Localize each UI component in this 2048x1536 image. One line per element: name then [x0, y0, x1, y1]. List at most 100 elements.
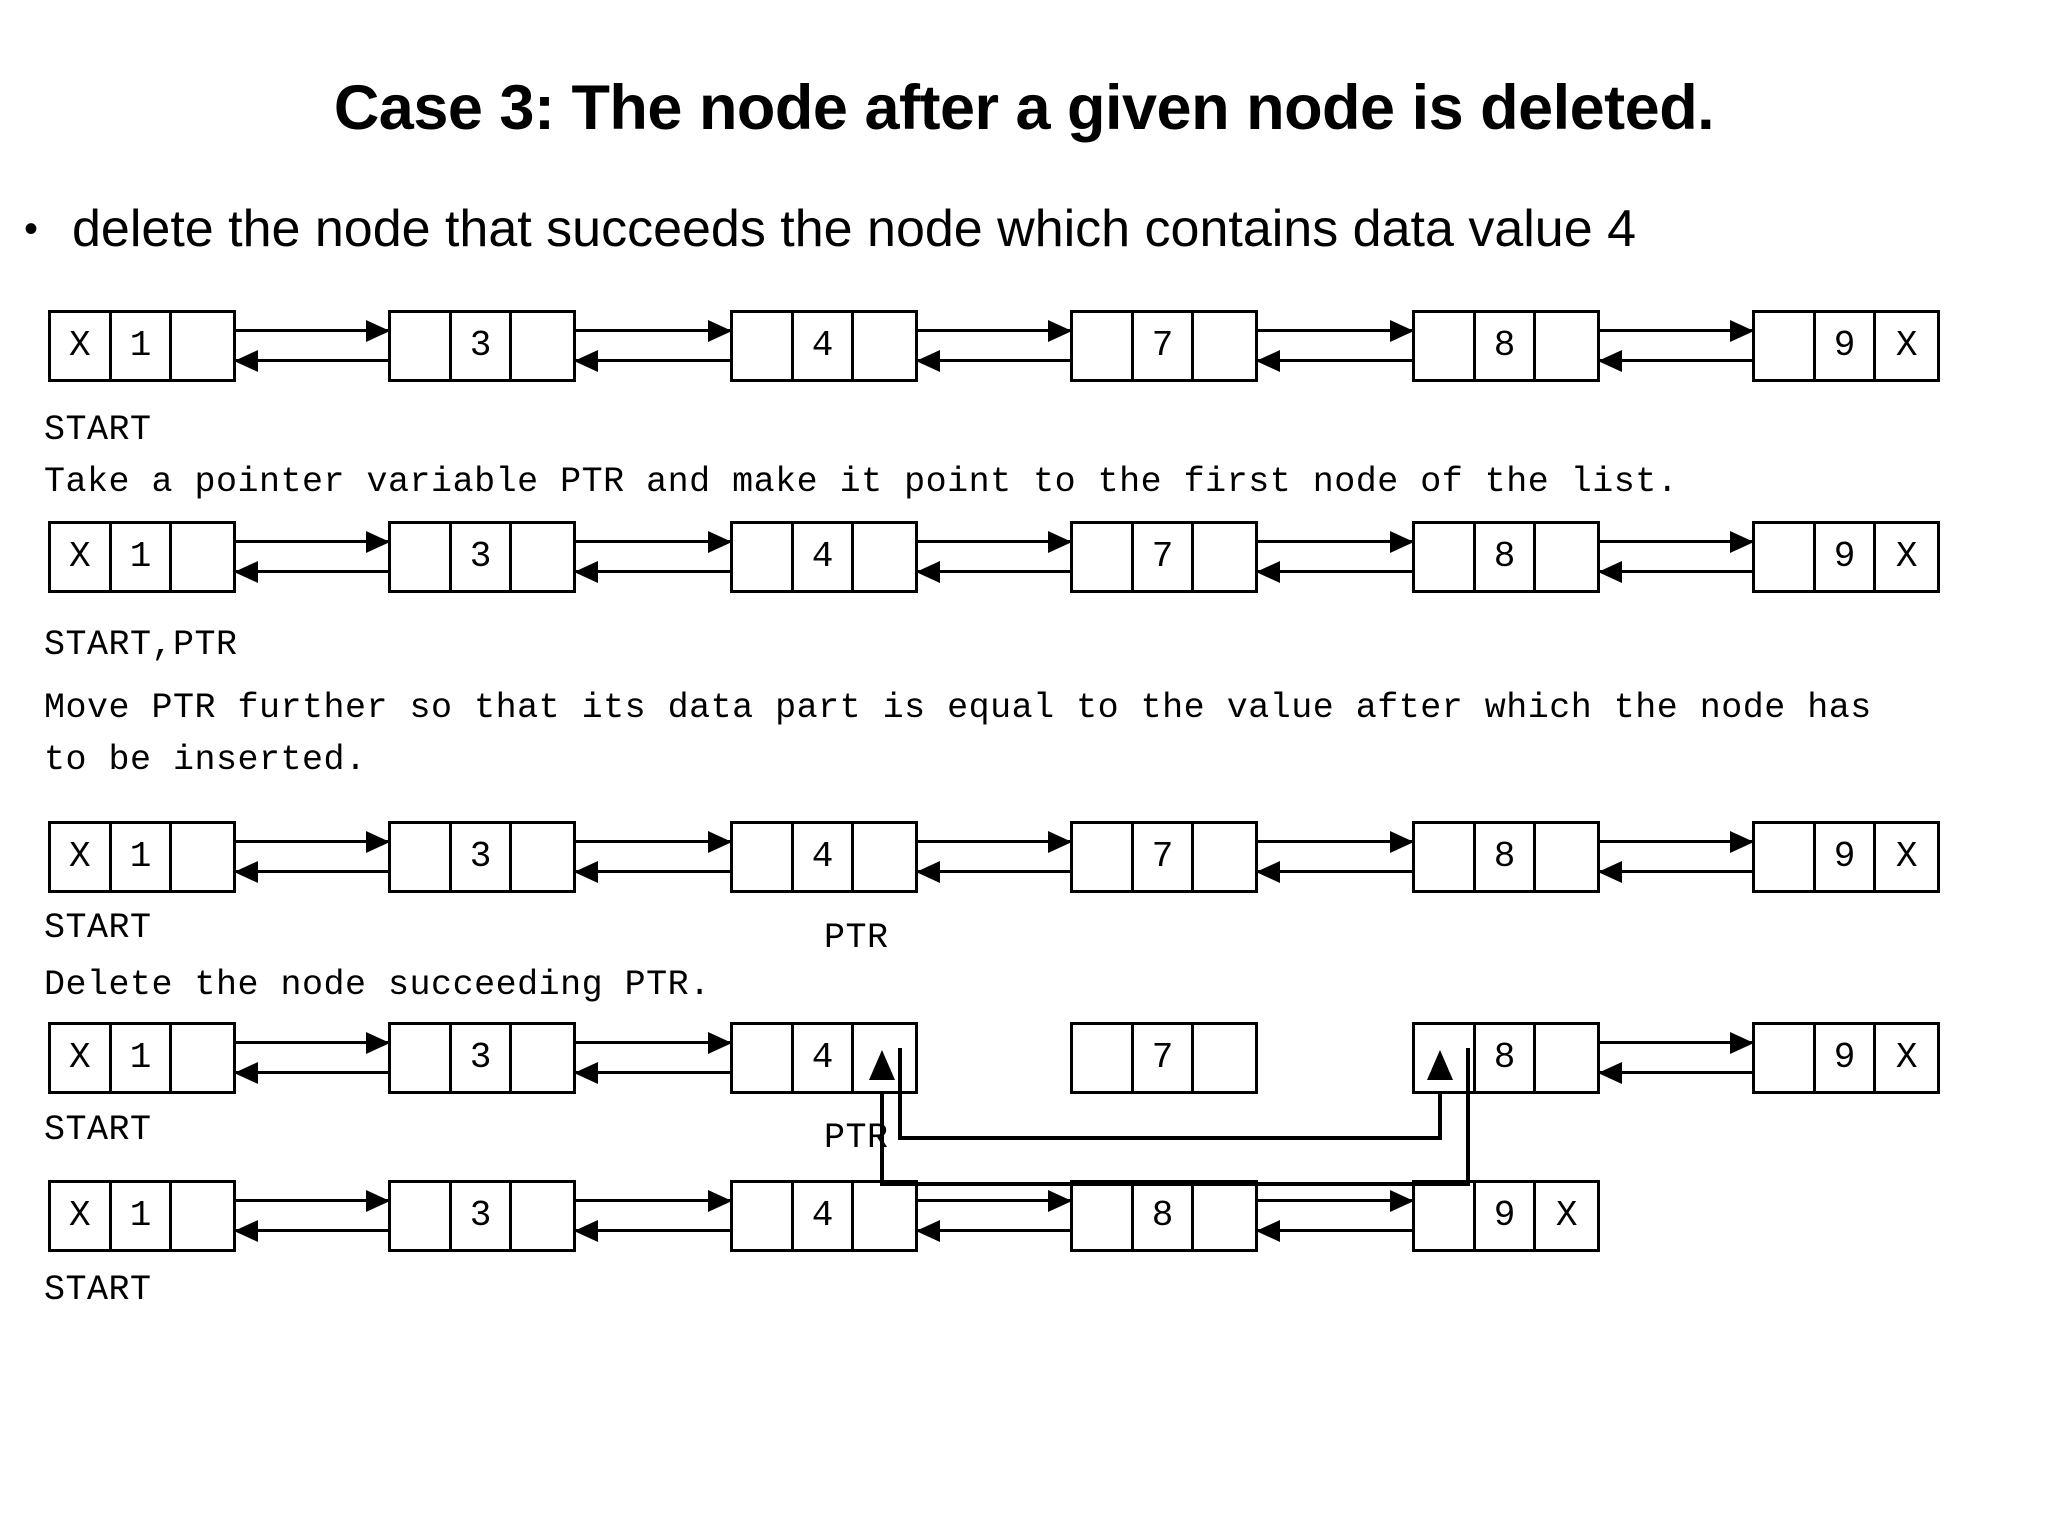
arrow-up-icon-into-node-4: [869, 1050, 895, 1080]
arrow-left-icon: [574, 561, 598, 583]
arrow-right-icon: [366, 320, 390, 342]
next-pointer-line: [236, 329, 388, 332]
bypass-prev-vertical-left: [880, 1094, 884, 1186]
next-pointer-cell: [1194, 524, 1255, 590]
arrow-right-icon: [1390, 320, 1414, 342]
prev-pointer-cell: [733, 1025, 794, 1091]
bypass-prev-vertical-right: [1466, 1048, 1470, 1182]
data-cell: 9: [1816, 824, 1877, 890]
arrow-right-icon: [366, 531, 390, 553]
arrow-right-icon: [708, 1032, 732, 1054]
prev-pointer-line: [1258, 359, 1412, 362]
arrow-left-icon: [234, 561, 258, 583]
next-pointer-line: [1258, 540, 1412, 543]
data-cell: 4: [794, 524, 855, 590]
arrow-up-icon-into-node-8: [1427, 1050, 1453, 1080]
arrow-right-icon: [1390, 831, 1414, 853]
next-pointer-line: [236, 840, 388, 843]
bypass-relink-arrows: [0, 1022, 2048, 1222]
list-node: 3: [388, 1180, 576, 1252]
prev-pointer-line: [918, 359, 1070, 362]
next-pointer-line: [918, 840, 1070, 843]
page-title: Case 3: The node after a given node is d…: [333, 73, 1715, 143]
data-cell: 3: [452, 1025, 513, 1091]
arrow-right-icon: [1730, 1032, 1754, 1054]
caption-start-ptr: START,PTR: [44, 625, 238, 665]
node-link-arrows: [916, 821, 1072, 893]
prev-pointer-cell: [733, 824, 794, 890]
next-pointer-line: [918, 329, 1070, 332]
next-pointer-cell: [1536, 824, 1597, 890]
next-pointer-cell: X: [1895, 1037, 1918, 1078]
prev-pointer-cell: [1415, 824, 1476, 890]
next-pointer-cell: [1536, 313, 1597, 379]
data-cell: 9: [1816, 1025, 1877, 1091]
next-pointer-line: [576, 540, 730, 543]
next-pointer-line: [1258, 329, 1412, 332]
data-cell: 1: [112, 313, 173, 379]
data-cell: 4: [794, 1025, 855, 1091]
arrow-left-icon: [1256, 861, 1280, 883]
prev-pointer-cell: [1073, 1183, 1134, 1249]
next-pointer-line: [236, 1199, 388, 1202]
next-pointer-line: [1600, 1041, 1752, 1044]
next-pointer-cell: [512, 1183, 573, 1249]
data-cell: 9: [1816, 524, 1877, 590]
data-cell: 9: [1816, 313, 1877, 379]
list-node: 7: [1070, 821, 1258, 893]
next-pointer-cell: [1194, 1183, 1255, 1249]
data-cell: 7: [1134, 1025, 1195, 1091]
data-cell: 3: [452, 313, 513, 379]
arrow-right-icon: [708, 320, 732, 342]
prev-pointer-cell: [733, 524, 794, 590]
prev-pointer-line: [918, 570, 1070, 573]
node-link-arrows: [1256, 521, 1414, 593]
prev-pointer-line: [1600, 570, 1752, 573]
prev-pointer-cell: [1415, 524, 1476, 590]
data-cell: 3: [452, 824, 513, 890]
arrow-right-icon: [1730, 831, 1754, 853]
node-link-arrows: [234, 1180, 390, 1252]
node-link-arrows: [1598, 821, 1754, 893]
arrow-left-icon: [574, 1062, 598, 1084]
prev-pointer-cell: [1755, 524, 1816, 590]
prev-pointer-line: [1600, 359, 1752, 362]
arrow-left-icon: [1256, 1220, 1280, 1242]
prev-pointer-cell: X: [51, 524, 112, 590]
prev-pointer-cell: [733, 1183, 794, 1249]
data-cell: 8: [1476, 524, 1537, 590]
list-node: 8: [1412, 821, 1600, 893]
next-pointer-cell: X: [1895, 536, 1918, 577]
caption-step3: Delete the node succeeding PTR.: [44, 965, 711, 1005]
node-link-arrows: [234, 821, 390, 893]
prev-pointer-line: [1600, 1071, 1752, 1074]
node-link-arrows: [574, 1022, 732, 1094]
node-link-arrows: [916, 1180, 1072, 1252]
data-cell: 7: [1134, 313, 1195, 379]
prev-pointer-cell: [1415, 313, 1476, 379]
list-node: 7: [1070, 310, 1258, 382]
list-node: 3: [388, 1022, 576, 1094]
prev-pointer-line: [576, 1229, 730, 1232]
prev-pointer-line: [236, 1071, 388, 1074]
arrow-right-icon: [1390, 531, 1414, 553]
arrow-left-icon: [1598, 861, 1622, 883]
next-pointer-cell: [512, 313, 573, 379]
next-pointer-line: [576, 1041, 730, 1044]
data-cell: 9: [1476, 1183, 1537, 1249]
node-link-arrows: [574, 821, 732, 893]
data-cell: 4: [794, 313, 855, 379]
list-node: 3: [388, 521, 576, 593]
prev-pointer-line: [1600, 870, 1752, 873]
list-node: 7: [1070, 521, 1258, 593]
next-pointer-cell: [854, 824, 915, 890]
caption-step1: Take a pointer variable PTR and make it …: [44, 462, 1679, 502]
prev-pointer-line: [236, 1229, 388, 1232]
arrow-right-icon: [1048, 320, 1072, 342]
caption-ptr: PTR: [824, 918, 889, 958]
